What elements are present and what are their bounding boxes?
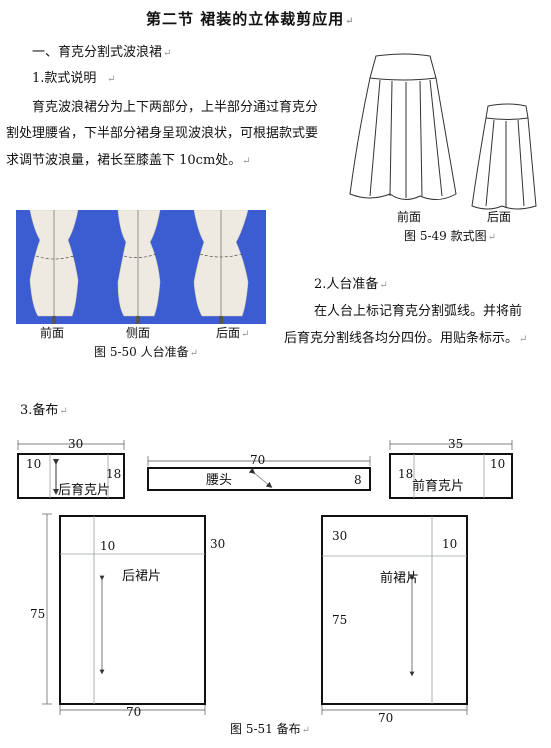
dress-form-side xyxy=(117,210,161,317)
style-description-line-2: 割处理腰省，下半部分裙身呈现波浪状，可根据款式要 xyxy=(6,126,319,141)
dress-form-photo xyxy=(16,210,266,324)
style-description-line-1: 育克波浪裙分为上下两部分，上半部分通过育克分 xyxy=(32,100,319,115)
front-skirt-width: 70 xyxy=(378,711,393,725)
fig49-front-label: 前面 xyxy=(397,210,422,224)
page-title: 第二节 裙装的立体裁剪应用↵ xyxy=(146,10,355,28)
waistband-piece xyxy=(147,467,371,491)
back-yoke-piece xyxy=(17,453,125,499)
fig50-side-label: 侧面 xyxy=(126,326,151,340)
back-yoke-label: 后育克片 xyxy=(58,482,110,498)
front-skirt-sketch xyxy=(349,53,457,200)
back-skirt-width: 70 xyxy=(126,705,141,719)
front-skirt-height: 75 xyxy=(332,613,347,627)
back-skirt-piece xyxy=(59,515,206,705)
waistband-height: 8 xyxy=(354,473,362,487)
fig50-caption: 图 5-50 人台准备↵ xyxy=(94,345,198,359)
fig51-caption: 图 5-51 备布↵ xyxy=(230,722,310,736)
skirt-style-sketch xyxy=(349,53,537,210)
front-yoke-label: 前育克片 xyxy=(412,478,464,494)
style-description-line-3: 求调节波浪量，裙长至膝盖下 10cm处。↵ xyxy=(6,153,251,168)
form-prep-line-1: 在人台上标记育克分割弧线。并将前 xyxy=(314,304,523,319)
subsection-heading-style: 1.款式说明 ↵ xyxy=(32,71,116,86)
front-yoke-height-right: 10 xyxy=(490,457,505,471)
back-skirt-sketch xyxy=(471,103,537,210)
back-skirt-height: 75 xyxy=(30,607,45,621)
back-yoke-height-right: 18 xyxy=(106,467,121,481)
subsection-heading-form: 2.人台准备↵ xyxy=(314,277,388,292)
section-heading-fabric: 3.备布↵ xyxy=(20,403,68,418)
waistband-width: 70 xyxy=(250,453,265,467)
section-heading: 一、育克分割式波浪裙↵ xyxy=(32,45,172,60)
back-skirt-label: 后裙片 xyxy=(122,569,161,584)
form-prep-line-2: 后育克分割线各均分四份。用贴条标示。↵ xyxy=(284,331,528,346)
dress-form-back xyxy=(193,210,249,317)
dress-form-front xyxy=(29,210,79,317)
fig49-back-label: 后面 xyxy=(487,210,512,224)
front-skirt-30: 30 xyxy=(332,529,347,543)
back-skirt-30: 30 xyxy=(210,537,225,551)
fig49-caption: 图 5-49 款式图↵ xyxy=(404,229,496,243)
front-skirt-inner-10: 10 xyxy=(442,537,457,551)
front-skirt-label: 前裙片 xyxy=(380,570,419,586)
front-yoke-piece xyxy=(389,453,513,499)
back-skirt-inner-10: 10 xyxy=(100,539,115,553)
back-yoke-width: 30 xyxy=(68,437,83,451)
front-skirt-piece xyxy=(321,515,468,705)
fig50-back-label: 后面↵ xyxy=(216,326,250,340)
front-yoke-height-left: 18 xyxy=(398,467,413,481)
fig50-front-label: 前面 xyxy=(40,326,65,340)
fabric-layout-diagram: 30 10 18 后育克片 70 腰头 8 35 18 10 前育克片 10 3… xyxy=(17,437,513,725)
dress-form-stands xyxy=(52,316,223,324)
front-yoke-width: 35 xyxy=(448,437,463,451)
back-yoke-height-left: 10 xyxy=(26,457,41,471)
waistband-label: 腰头 xyxy=(206,473,232,488)
